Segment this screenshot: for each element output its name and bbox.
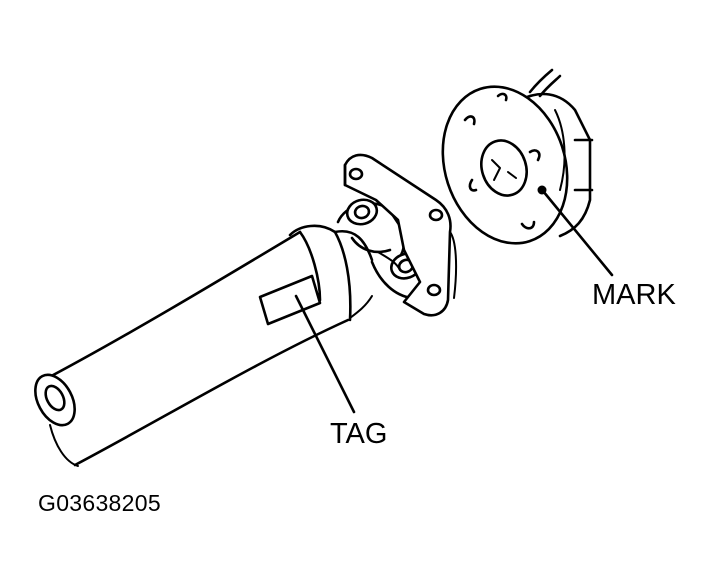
mark-label: MARK	[592, 279, 676, 311]
companion-flange	[441, 68, 594, 245]
mark-leader-line	[541, 189, 614, 277]
tag-shape	[258, 274, 322, 326]
tag-label: TAG	[330, 418, 388, 450]
shaft-flange	[343, 153, 458, 317]
figure-id: G03638205	[38, 490, 161, 516]
drive-shaft-tube	[34, 224, 374, 467]
tag-leader-line	[294, 294, 356, 414]
